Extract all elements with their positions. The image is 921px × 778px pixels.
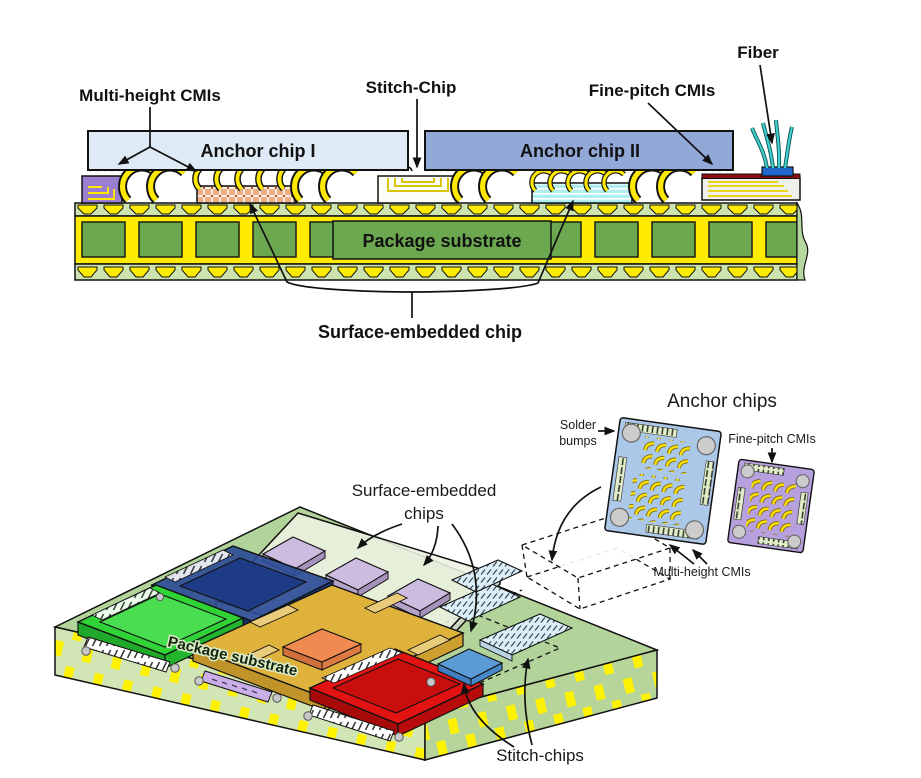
sec-arrow-2 — [422, 525, 439, 567]
anchor-chip-purple-3d — [727, 458, 815, 554]
stitch-purple-ticks — [211, 678, 258, 694]
multi-height-leader-left — [117, 146, 151, 165]
fiber-leader — [759, 64, 775, 145]
anchor-blue-edge-col — [699, 460, 715, 506]
fine-pitch-leader — [647, 102, 714, 166]
solder-bumps-label-1: Solder — [560, 418, 596, 432]
fiber-connector — [761, 166, 794, 177]
cross-section-view: Package substrate — [74, 43, 809, 342]
stitch-chips-group — [81, 559, 574, 742]
surface-embedded-brace-left — [249, 202, 413, 293]
optical-chip-traces — [708, 181, 792, 197]
substrate-right-torn-edge — [796, 201, 809, 281]
anchor-blue-springs-top — [638, 435, 693, 475]
red-chip — [308, 647, 485, 737]
stitch-arrow-1 — [460, 682, 515, 748]
anchor-blue-springs-bottom — [627, 472, 688, 526]
surface-embedded-chips-label-1: Surface-embedded — [352, 481, 497, 500]
surface-embedded-chips-label-2: chips — [404, 504, 444, 523]
anchor-chips-inset: Anchor chips — [548, 391, 816, 579]
orange-chip — [281, 628, 363, 671]
anchor-chips-title: Anchor chips — [667, 391, 777, 412]
stitch-chip-cross-section — [377, 175, 459, 204]
assembly-callouts: Surface-embedded chips Stitch-chips — [352, 481, 584, 765]
stitch-arrow-2 — [521, 657, 533, 746]
multi-height-inset-arrow-2 — [691, 548, 708, 565]
orange-top — [281, 628, 363, 663]
surface-embedded-chip-label: Surface-embedded chip — [318, 322, 522, 342]
sec-arrow-1 — [356, 523, 403, 550]
multi-height-cmis-label: Multi-height CMIs — [79, 86, 221, 105]
fine-pitch-inset-label: Fine-pitch CMIs — [728, 432, 816, 446]
anchor-chip-1-label: Anchor chip I — [200, 141, 315, 161]
multi-height-leader-right — [149, 146, 198, 172]
solder-bumps-corners — [732, 464, 810, 549]
stitch-chip-1-front — [479, 639, 513, 662]
anchor-chip-2-label: Anchor chip II — [520, 141, 640, 161]
red-plateau — [331, 658, 462, 714]
assembly-3d-view: Package substrate Surface-embedded chips… — [52, 481, 672, 765]
multi-height-inset-label: Multi-height CMIs — [653, 565, 750, 579]
green-plateau — [98, 593, 228, 648]
substrate-3d-front-right — [424, 649, 658, 761]
inset-callouts: Solder bumps Fine-pitch CMIs Multi-heigh… — [548, 418, 816, 579]
solder-balls-3d — [81, 592, 436, 742]
substrate-top-rivets — [75, 203, 797, 216]
fiber-label: Fiber — [737, 43, 779, 62]
package-substrate-label: Package substrate — [362, 231, 521, 251]
sec-arrow-3 — [451, 523, 478, 633]
anchor-purple-edge-col — [796, 491, 809, 526]
purple-chip-traces — [88, 186, 115, 200]
stitch-chip-label: Stitch-Chip — [366, 78, 457, 97]
anchor-blue-edge-col — [612, 456, 628, 502]
inset-to-footprint-arrow — [548, 486, 602, 562]
solder-bumps-label-2: bumps — [559, 434, 597, 448]
anchor-chip-1 — [87, 130, 409, 171]
amber-pad — [406, 634, 452, 656]
surface-embedded-chip-right — [531, 182, 633, 204]
anchor-chip-blue-3d — [604, 417, 722, 545]
small-blue-chip — [436, 648, 504, 687]
cmi-bar-white — [83, 636, 171, 673]
anchor-purple-edge-col — [733, 486, 746, 521]
amber-pad — [235, 644, 281, 666]
substrate-label-panel — [332, 220, 552, 260]
small-blue-top — [436, 648, 504, 680]
package-substrate-cross-section: Package substrate — [74, 201, 809, 281]
fine-pitch-cmis-label: Fine-pitch CMIs — [589, 81, 716, 100]
anchor-purple-springs — [745, 475, 797, 537]
stitch-chip-3 — [450, 559, 524, 593]
blue-cmi-bar — [164, 549, 234, 583]
solder-bumps-corners — [609, 423, 716, 540]
substrate-bottom-rivets — [75, 264, 797, 280]
cmi-bar-white — [308, 704, 395, 742]
multi-height-inset-arrow-1 — [668, 544, 695, 565]
amber-pad — [363, 592, 409, 614]
blue-plateau — [178, 557, 308, 612]
optical-chip — [701, 119, 801, 201]
anchor-chip-2 — [424, 130, 734, 171]
stitch-chips-label: Stitch-chips — [496, 746, 584, 765]
stitch-chip-traces — [387, 178, 449, 192]
cross-section-callouts: Multi-height CMIs Stitch-Chip Fine-pitch… — [79, 43, 779, 342]
amber-pad — [248, 604, 300, 628]
lavender-chip-2 — [324, 557, 390, 598]
surface-embedded-brace-right — [411, 199, 574, 293]
red-cmi-bar — [320, 647, 404, 684]
lavender-side — [419, 592, 451, 619]
optical-chip-top-strip — [701, 173, 801, 179]
